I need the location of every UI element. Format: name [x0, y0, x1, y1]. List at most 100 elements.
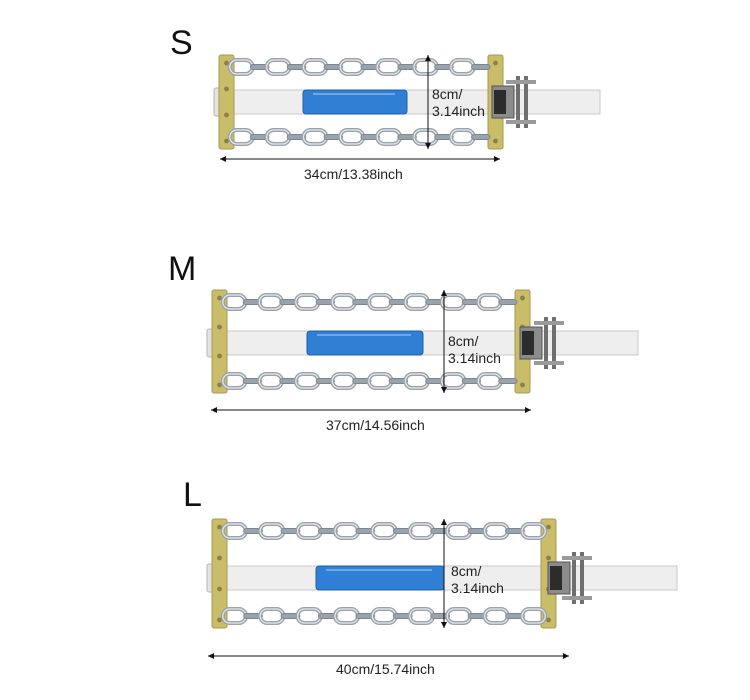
buckle-crossbar: [562, 556, 592, 560]
rivet: [546, 617, 551, 623]
strap: [220, 565, 678, 591]
chain-link: [482, 522, 510, 540]
rivet: [493, 60, 498, 66]
blue-sleeve: [302, 89, 408, 115]
chain-link: [330, 372, 357, 390]
chain-product-m: [206, 289, 639, 413]
chain-link: [366, 372, 394, 390]
chain-link-side: [280, 613, 301, 619]
chain-link-side: [430, 528, 450, 534]
chain-link-shine: [521, 523, 546, 539]
chain-link-side: [249, 134, 270, 140]
end-plate: [218, 54, 235, 150]
chain-link-side: [352, 299, 372, 305]
chain-link-side: [243, 613, 263, 619]
rivet: [224, 60, 229, 66]
chain-link-side: [280, 528, 301, 534]
arrow-head: [441, 387, 447, 393]
arrow-head: [563, 653, 569, 659]
chain-link-side: [471, 64, 491, 70]
buckle-bar: [516, 76, 520, 128]
chain-link: [476, 293, 503, 311]
chain-link: [330, 293, 357, 311]
width-label-l: 40cm/15.74inch: [336, 661, 435, 677]
height-label-l-cm: 8cm/: [451, 563, 482, 579]
rivet: [217, 295, 222, 301]
buckle-slot: [522, 331, 534, 355]
chain-link: [293, 372, 321, 390]
chain-link: [448, 58, 476, 76]
chain-link: [258, 522, 286, 540]
chain-link: [295, 522, 323, 540]
height-label-s-cm: 8cm/: [432, 86, 463, 102]
width-dimension: [220, 156, 500, 162]
width-dimension: [211, 407, 531, 413]
buckle-crossbar: [506, 120, 536, 124]
chain-link: [445, 607, 473, 625]
bottom-chain: [220, 372, 518, 390]
chain-link: [366, 293, 394, 311]
chain-link-side: [498, 378, 518, 384]
chain-link-side: [318, 613, 338, 619]
top-chain: [220, 522, 548, 540]
rivet: [224, 138, 229, 144]
chain-link-side: [242, 299, 262, 305]
chain-link: [295, 607, 323, 625]
rivet: [217, 586, 222, 592]
chain-link-side: [461, 299, 481, 305]
arrow-head: [441, 622, 447, 628]
rivet: [546, 524, 551, 530]
chain-link: [375, 128, 403, 146]
chain-link: [403, 293, 430, 311]
chain-link-side: [467, 528, 488, 534]
chain-link-side: [498, 299, 518, 305]
height-label-s-inch: 3.14inch: [432, 103, 485, 119]
chain-link: [412, 58, 439, 76]
chain-link-side: [318, 528, 338, 534]
chain-link: [439, 372, 467, 390]
chain-link: [301, 58, 329, 76]
chain-link-side: [388, 378, 408, 384]
rivet: [520, 295, 525, 301]
buckle-bar: [544, 317, 548, 369]
height-label-m-inch: 3.14inch: [448, 350, 501, 366]
chain-link: [293, 293, 321, 311]
arrow-head: [494, 156, 500, 162]
chain-link-side: [505, 528, 525, 534]
chain-link-shine: [521, 608, 546, 624]
buckle-crossbar: [506, 80, 536, 84]
buckle-crossbar: [562, 596, 592, 600]
size-label-m: M: [168, 250, 197, 288]
rivet: [520, 382, 525, 388]
rivet: [224, 86, 229, 92]
chain-link-side: [279, 378, 299, 384]
rivet: [217, 555, 222, 561]
height-dimension: [441, 519, 447, 628]
chain-link: [476, 372, 503, 390]
chain-link-side: [279, 299, 299, 305]
arrow-head: [441, 290, 447, 296]
chain-link: [403, 372, 430, 390]
size-label-s: S: [170, 24, 193, 62]
chain-link-side: [323, 134, 344, 140]
arrow-head: [211, 407, 217, 413]
chain-link: [332, 522, 361, 540]
chain-link-side: [461, 378, 481, 384]
height-dimension: [425, 55, 431, 149]
chain-link: [370, 522, 398, 540]
buckle-crossbar: [534, 321, 564, 325]
chain-link-side: [392, 613, 413, 619]
strap: [227, 89, 601, 115]
chain-link-side: [315, 378, 335, 384]
chain-link: [264, 128, 292, 146]
height-label-m: 8cm/ 3.14inch: [448, 333, 501, 367]
chain-link: [482, 607, 510, 625]
rivet: [217, 617, 222, 623]
rivet: [493, 138, 498, 144]
strap: [220, 330, 639, 356]
height-dimension: [441, 290, 447, 393]
buckle-bar: [572, 552, 576, 604]
arrow-head: [425, 55, 431, 61]
rivet: [224, 112, 229, 118]
rivet: [217, 353, 222, 359]
